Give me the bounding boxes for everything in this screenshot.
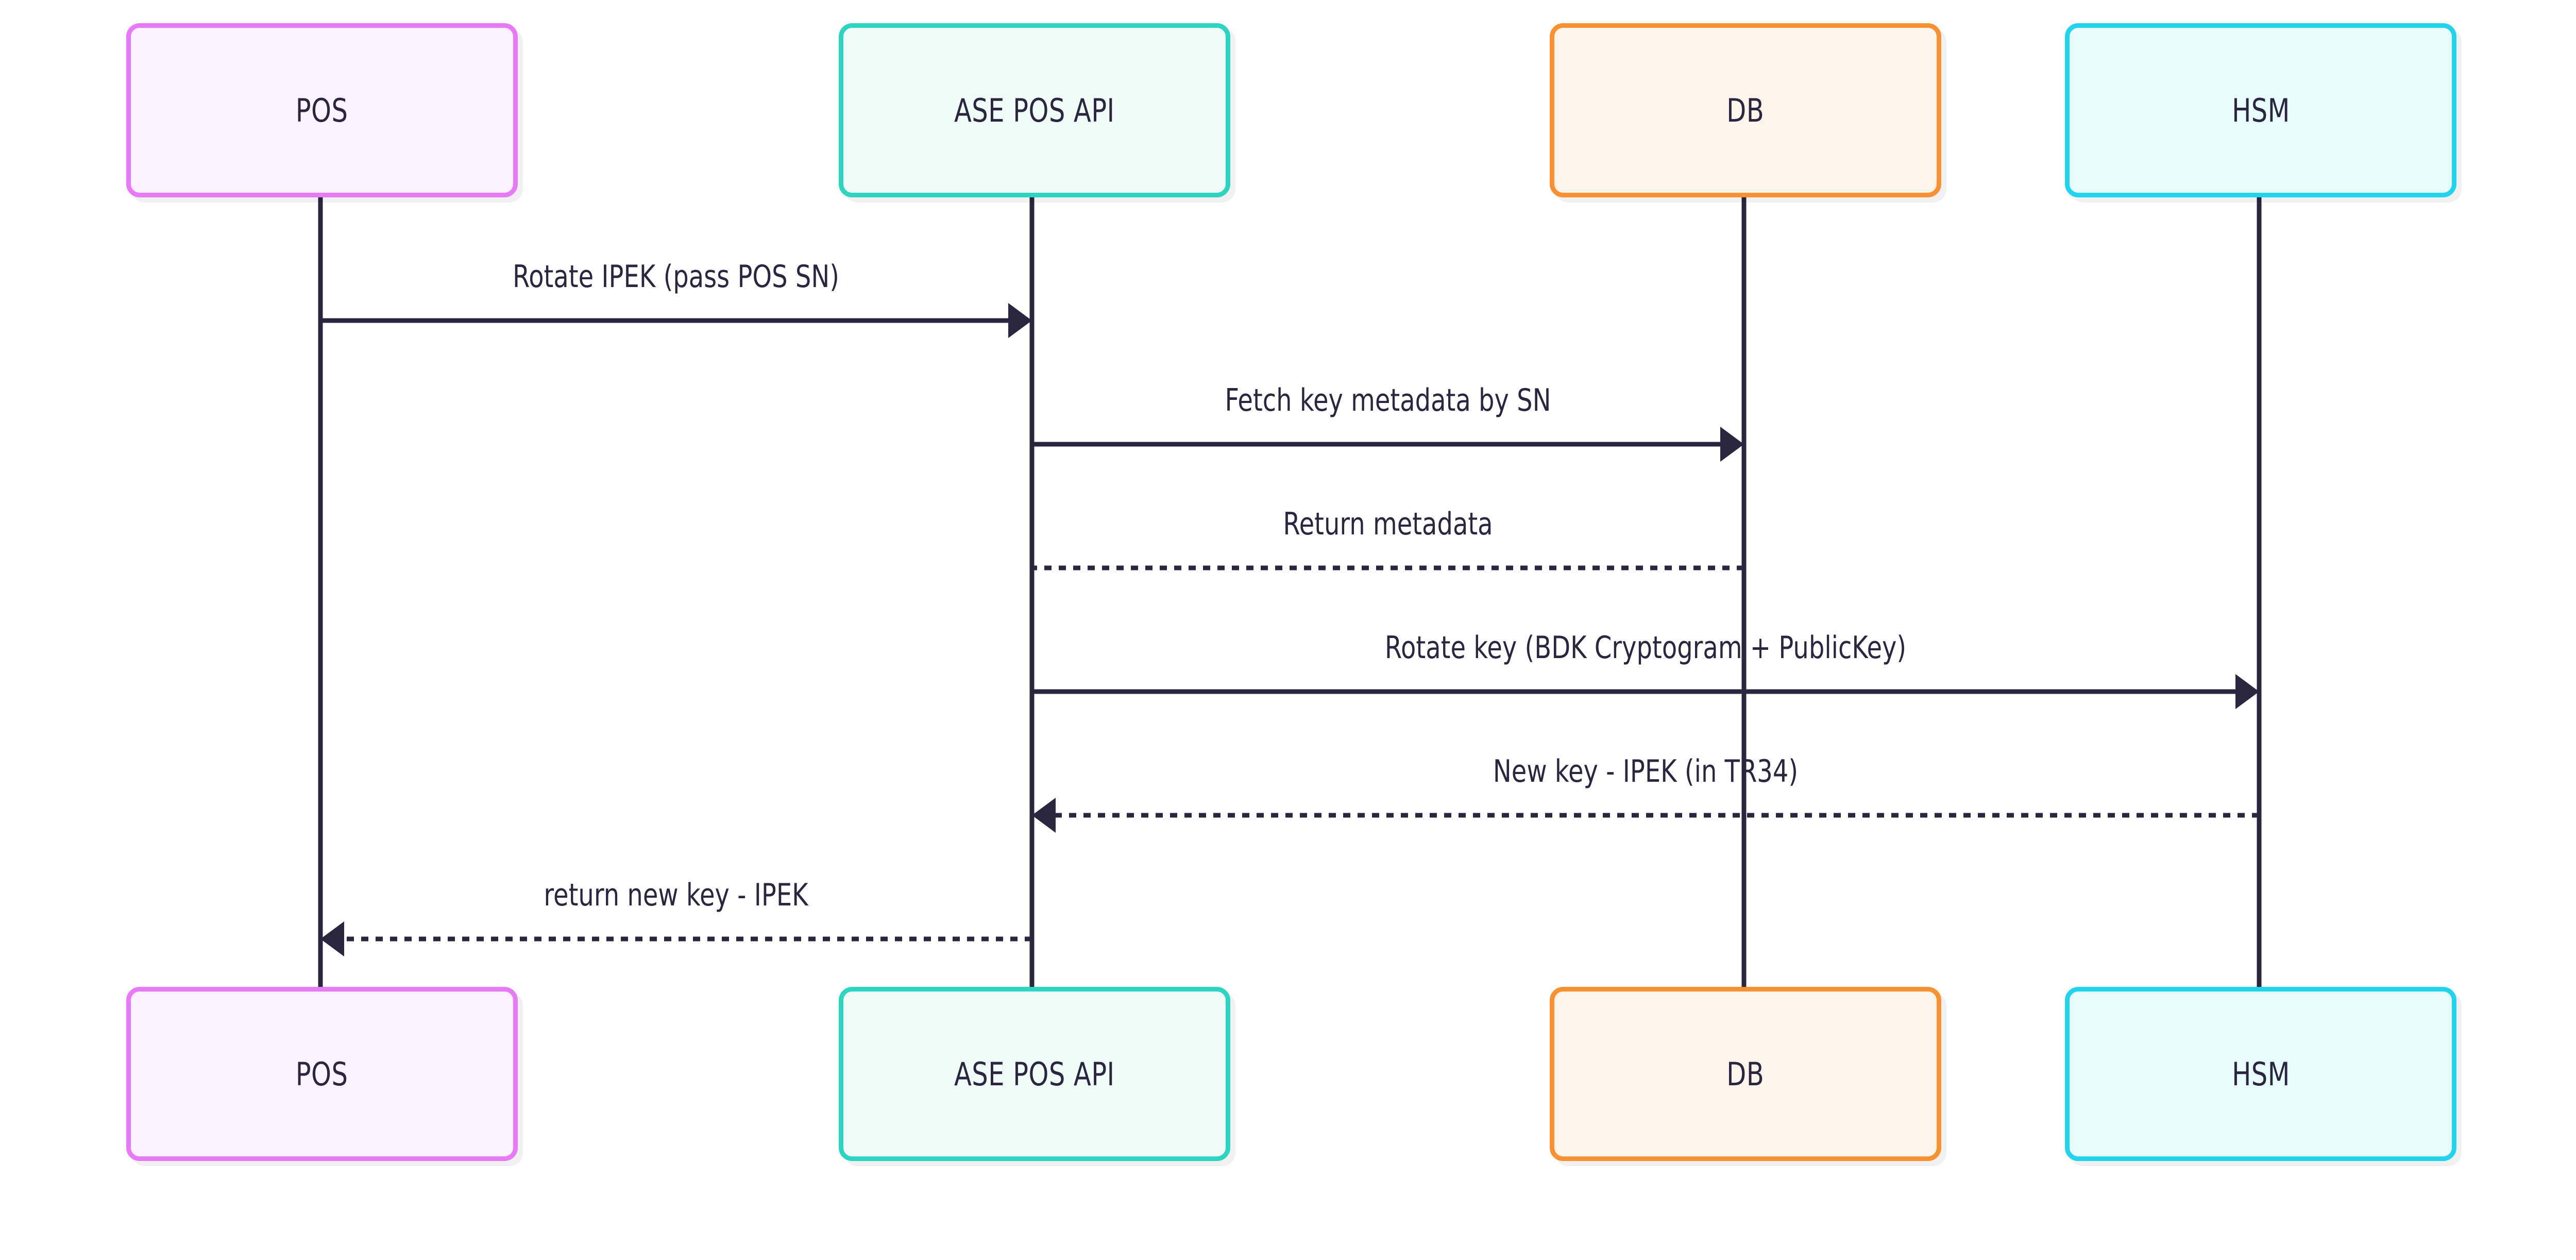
arrowhead-6: [320, 921, 344, 956]
lifelines-group: [318, 197, 2262, 1007]
participant-box-db-top[interactable]: DB: [1550, 23, 1941, 197]
participant-box-ase_pos_api-bottom[interactable]: ASE POS API: [839, 987, 1230, 1161]
participant-label-db: DB: [1726, 91, 1765, 129]
participant-label-ase_pos_api: ASE POS API: [954, 91, 1115, 129]
participant-box-pos-top[interactable]: POS: [126, 23, 518, 197]
participant-box-ase_pos_api-top[interactable]: ASE POS API: [839, 23, 1230, 197]
lifeline-db: [1741, 197, 1747, 1007]
lifeline-ase_pos_api: [1029, 197, 1035, 1007]
participant-label-pos: POS: [296, 91, 348, 129]
lifeline-pos: [318, 197, 323, 1007]
participant-label-db: DB: [1726, 1055, 1765, 1093]
participant-box-db-bottom[interactable]: DB: [1550, 987, 1941, 1161]
arrowhead-4: [2235, 674, 2259, 709]
participant-label-ase_pos_api: ASE POS API: [954, 1055, 1115, 1093]
message-lines-group: [320, 303, 2259, 956]
arrowhead-5: [1032, 798, 1056, 833]
participant-label-hsm: HSM: [2231, 1055, 2290, 1093]
lifeline-hsm: [2257, 197, 2262, 1007]
participant-box-pos-bottom[interactable]: POS: [126, 987, 518, 1161]
arrowhead-2: [1720, 427, 1744, 462]
participant-box-hsm-top[interactable]: HSM: [2065, 23, 2456, 197]
participant-label-hsm: HSM: [2231, 91, 2290, 129]
participant-box-hsm-bottom[interactable]: HSM: [2065, 987, 2456, 1161]
participant-label-pos: POS: [296, 1055, 348, 1093]
arrowhead-1: [1008, 303, 1032, 338]
